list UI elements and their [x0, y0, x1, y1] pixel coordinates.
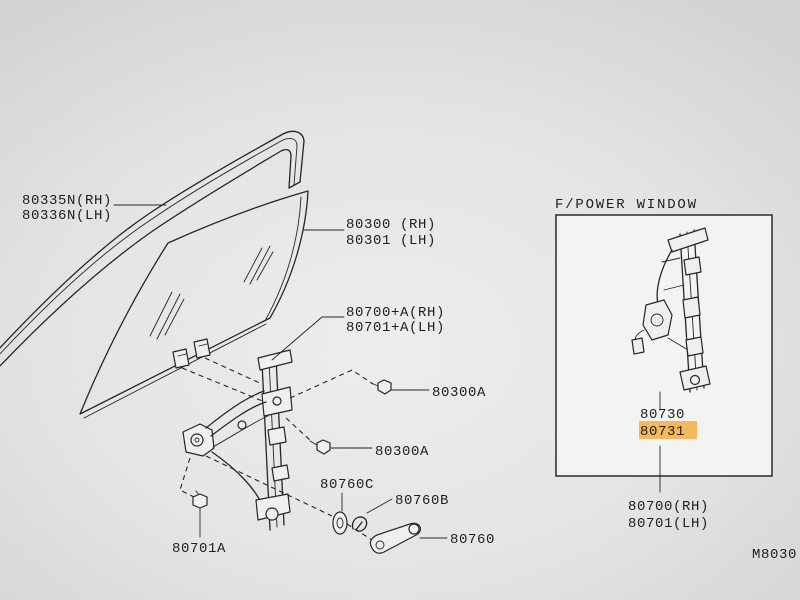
- power-rail-clip-1: [683, 256, 702, 276]
- regulator-cable-1: [205, 390, 265, 429]
- assembly-lines: [179, 357, 374, 541]
- label-run-channel-rh: 80335N(RH): [22, 193, 112, 209]
- run-channel-end-cap: [288, 181, 301, 189]
- window-run-channel: [0, 130, 305, 367]
- inset-title: F/POWER WINDOW: [555, 197, 698, 213]
- leader-clip: [366, 498, 393, 514]
- bolt-upper: [370, 379, 392, 395]
- bolt-upper-head: [377, 379, 392, 395]
- label-bolt-upper: 80300A: [432, 385, 486, 401]
- glass-edge-inner: [264, 196, 302, 322]
- inset-label-regulator-lh: 80701(LH): [628, 516, 709, 532]
- power-motor-gear: [650, 313, 664, 327]
- regulator-bottom-bracket: [255, 493, 291, 521]
- glass-clip-left: [172, 348, 190, 369]
- label-door-glass-lh: 80301 (LH): [346, 233, 436, 249]
- regulator-gear: [190, 433, 204, 447]
- regulator-cable-lower: [211, 451, 263, 506]
- power-top-carrier: [667, 227, 709, 253]
- label-regulator-rh: 80700+A(RH): [346, 305, 445, 321]
- inset-label-regulator-rh: 80700(RH): [628, 499, 709, 515]
- power-window-inset: F/POWER WINDOW 80730 80731 80700(RH) 807…: [555, 197, 773, 532]
- power-motor-connector: [631, 337, 645, 355]
- part-labels: 80335N(RH) 80336N(LH) 80300 (RH) 80301 (…: [22, 193, 495, 557]
- window-handle: [369, 522, 422, 554]
- bolt-middle-head: [316, 439, 331, 455]
- glass-clip-right: [193, 338, 211, 359]
- bolt-middle-shank: [309, 440, 318, 446]
- window-regulator: [182, 349, 293, 531]
- regulator-cable-guide: [237, 420, 247, 430]
- power-cable-links: [661, 257, 689, 351]
- inset-label-part-upper: 80730: [640, 407, 685, 423]
- leader-lines: [113, 204, 448, 539]
- handle-clip: [351, 516, 368, 532]
- power-bottom-pulley: [689, 374, 701, 386]
- bolt-lower-head: [192, 493, 208, 509]
- power-window-motor: [642, 299, 673, 341]
- dash-to-lower-bolt: [179, 457, 195, 498]
- glass-clip-details: [177, 343, 208, 357]
- label-door-glass-rh: 80300 (RH): [346, 217, 436, 233]
- run-channel-middle-edge: [0, 138, 298, 355]
- regulator-rail-clip-lower: [271, 464, 290, 482]
- regulator-top-carrier: [257, 349, 293, 371]
- regulator-cable-2: [210, 401, 267, 437]
- run-channel-outer-edge: [0, 130, 305, 349]
- washer-inner: [336, 517, 344, 529]
- power-regulator-drawing: [631, 227, 711, 393]
- glass-outline: [79, 190, 309, 415]
- door-glass: [79, 190, 309, 419]
- dash-glass-clip-left: [181, 367, 266, 403]
- regulator-gear-hub: [194, 437, 200, 443]
- label-regulator-lh: 80701+A(LH): [346, 320, 445, 336]
- regulator-cable-3: [212, 415, 269, 448]
- glass-bottom-edge-inner: [83, 323, 267, 419]
- label-clip: 80760B: [395, 493, 449, 509]
- regulator-slider-pin: [272, 396, 282, 406]
- dash-to-middle-bolt: [285, 417, 313, 443]
- label-washer: 80760C: [320, 477, 374, 493]
- regulator-rail-clip-upper: [267, 426, 287, 446]
- handle-clip-spring: [351, 516, 368, 532]
- dash-washer-to-handle: [346, 523, 373, 541]
- part-highlight: [639, 421, 697, 439]
- bolt-middle: [309, 439, 331, 455]
- figure-code: M8030: [752, 547, 797, 563]
- handle-hub-hole: [375, 540, 385, 550]
- washer-outer: [332, 511, 348, 535]
- run-channel-inner-edge: [0, 149, 292, 367]
- label-handle: 80760: [450, 532, 495, 548]
- handle-knob: [408, 523, 420, 535]
- glass-reflection-upper: [243, 245, 274, 285]
- bolt-upper-shank: [370, 382, 379, 387]
- power-rail-clip-3: [685, 336, 704, 357]
- inset-label-part-highlighted: 80731: [640, 424, 685, 440]
- label-bolt-middle: 80300A: [375, 444, 429, 460]
- power-cable-upper: [656, 249, 673, 306]
- label-run-channel-lh: 80336N(LH): [22, 208, 112, 224]
- leader-regulator: [271, 316, 345, 361]
- glass-reflection-lower: [149, 291, 185, 340]
- dash-to-upper-bolt: [289, 369, 374, 399]
- dash-glass-clip-right: [204, 357, 263, 385]
- washer: [332, 511, 348, 535]
- handle-body: [369, 522, 422, 554]
- label-bolt-lower: 80701A: [172, 541, 226, 557]
- regulator-bottom-pulley: [265, 507, 279, 521]
- bolt-lower: [192, 490, 208, 509]
- power-rail-clip-2: [682, 296, 701, 319]
